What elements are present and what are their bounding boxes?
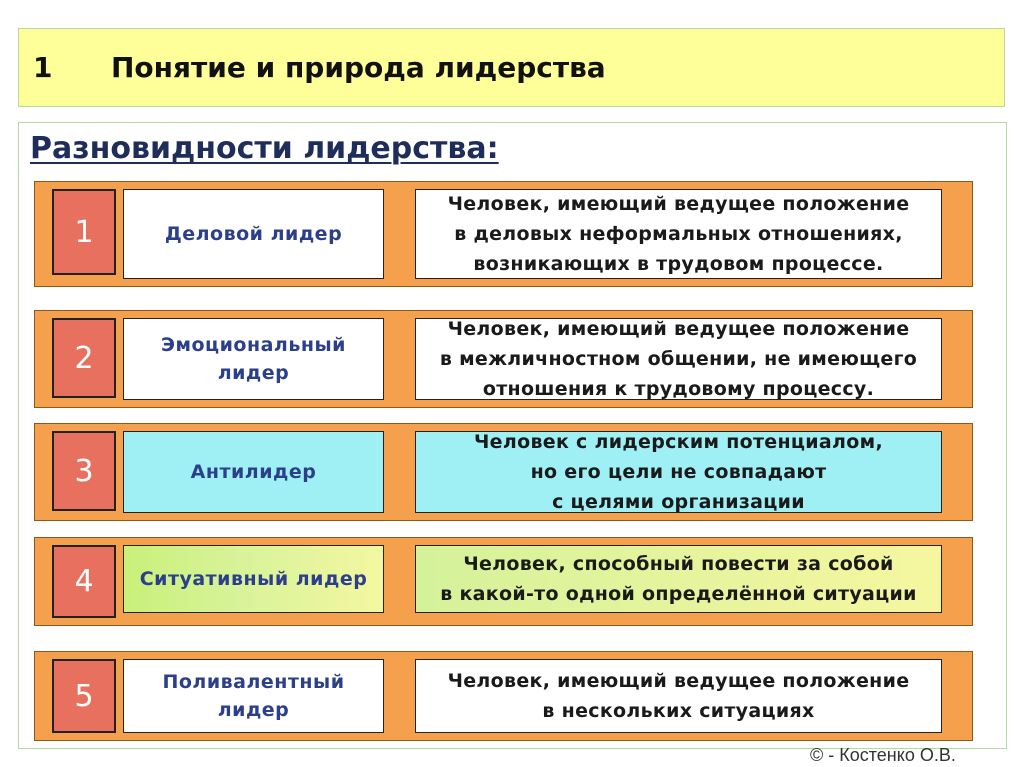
leader-type-situational: Ситуативный лидер (123, 545, 384, 613)
leadership-row-5: 5 Поливалентный лидер Человек, имеющий в… (34, 651, 973, 741)
leadership-row-4: 4 Ситуативный лидер Человек, способный п… (34, 537, 973, 626)
leader-type-polyvalent: Поливалентный лидер (123, 659, 384, 733)
section-number: 1 (33, 51, 53, 84)
leader-type-business: Деловой лидер (123, 189, 384, 279)
leader-description-situational: Человек, способный повести за собой в ка… (415, 545, 942, 613)
leader-type-label: Деловой лидер (164, 223, 343, 245)
leadership-row-3: 3 Антилидер Человек с лидерским потенциа… (34, 423, 973, 521)
leader-description-business: Человек, имеющий ведущее положение в дел… (415, 189, 942, 279)
leader-type-label: Антилидер (190, 461, 317, 483)
row-number-1: 1 (52, 189, 116, 275)
row-number-5: 5 (52, 659, 116, 733)
page-title: Понятие и природа лидерства (111, 51, 606, 84)
leader-type-antileader: Антилидер (123, 431, 384, 513)
leadership-row-1: 1 Деловой лидер Человек, имеющий ведущее… (34, 181, 973, 287)
leadership-row-2: 2 Эмоциональный лидер Человек, имеющий в… (34, 310, 973, 408)
leader-type-label: Поливалентный лидер (162, 671, 345, 721)
row-number-2: 2 (52, 318, 116, 398)
leader-type-label: Ситуативный лидер (139, 568, 368, 590)
subtitle: Разновидности лидерства: (30, 131, 499, 166)
row-number-4: 4 (52, 545, 116, 618)
copyright-footer: © - Костенко О.В. (810, 745, 956, 765)
leader-type-emotional: Эмоциональный лидер (123, 318, 384, 400)
row-number-3: 3 (52, 431, 116, 511)
leader-description-emotional: Человек, имеющий ведущее положение в меж… (415, 318, 942, 400)
title-banner: 1 Понятие и природа лидерства (18, 28, 1005, 107)
leader-type-label: Эмоциональный лидер (161, 334, 346, 384)
leader-description-polyvalent: Человек, имеющий ведущее положение в нес… (415, 659, 942, 733)
leader-description-antileader: Человек с лидерским потенциалом, но его … (415, 431, 942, 513)
